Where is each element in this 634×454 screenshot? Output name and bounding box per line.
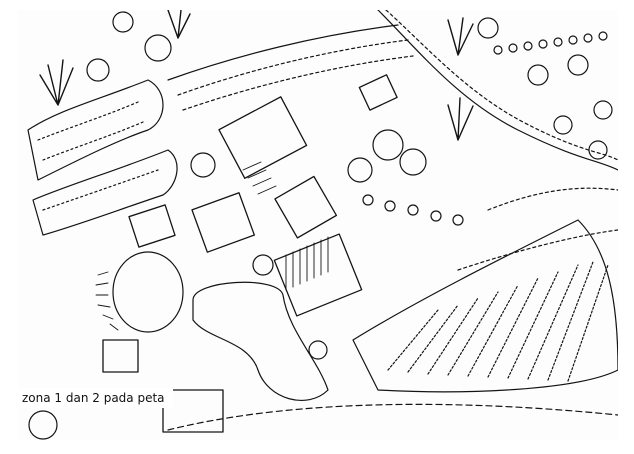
- map-caption-box: zona 1 dan 2 pada peta: [18, 388, 173, 408]
- main-path: [377, 10, 618, 171]
- garden-bed-cluster-left: [27, 79, 178, 236]
- shrub-icon: [362, 31, 608, 226]
- tree-icon: [28, 11, 613, 440]
- permaculture-map: [18, 10, 618, 440]
- garden-bed-block-right: [352, 219, 618, 393]
- main-path-edge: [385, 10, 618, 161]
- building-icon: [102, 74, 398, 433]
- garden-bed-rows-upper: [167, 24, 618, 271]
- pond-edge-steps: [95, 271, 119, 331]
- pond-icon: [112, 251, 184, 333]
- hatched-structure: [242, 161, 329, 291]
- grass-tuft-icon: [39, 10, 474, 141]
- curved-bed: [192, 281, 329, 401]
- bottom-path: [167, 403, 618, 431]
- map-caption: zona 1 dan 2 pada peta: [22, 391, 165, 405]
